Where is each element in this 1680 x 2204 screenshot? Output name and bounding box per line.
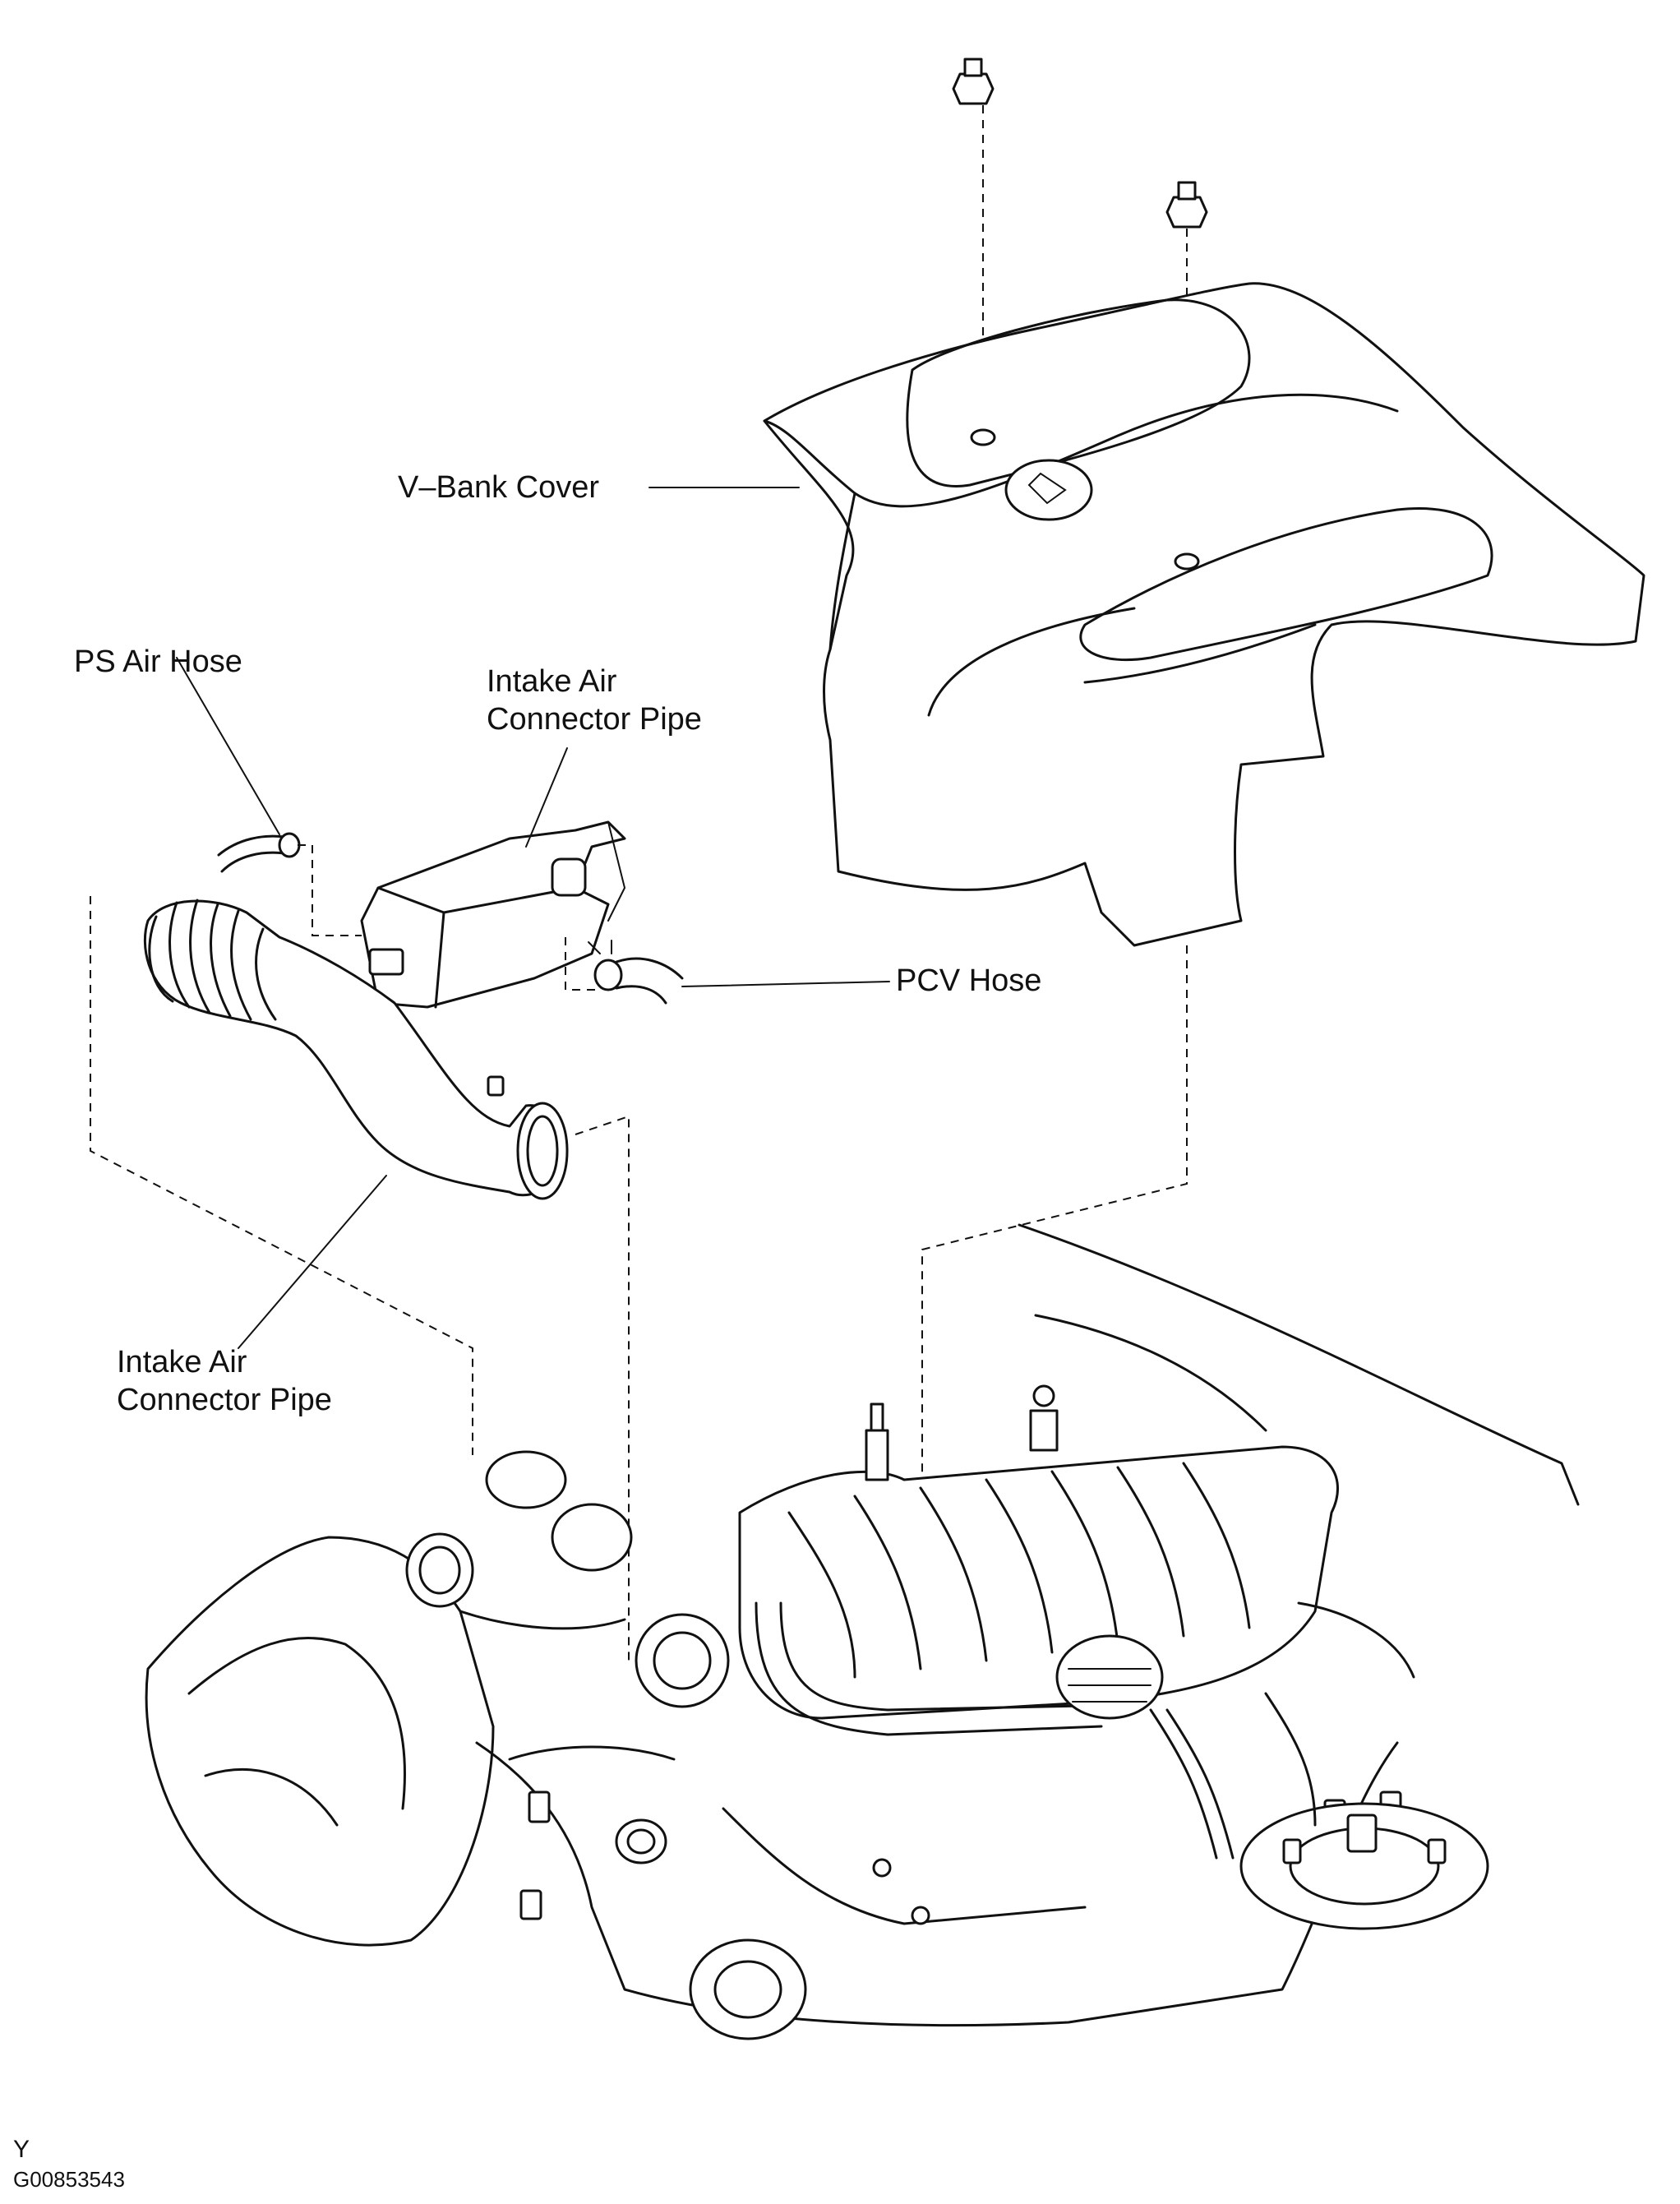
- v-bank-cover-drawing: [763, 282, 1645, 947]
- bolt-right: [1165, 181, 1208, 229]
- bolt-left: [952, 58, 995, 105]
- label-intake-air-connector-pipe-lower: Intake Air Connector Pipe: [117, 1343, 332, 1419]
- label-intake-air-connector-pipe-upper: Intake Air Connector Pipe: [487, 663, 702, 738]
- intake-connector-hose-drawing: [143, 899, 569, 1200]
- ps-air-hose-drawing: [217, 832, 301, 873]
- label-ps-air-hose: PS Air Hose: [74, 645, 242, 679]
- pcv-hose-drawing: [588, 940, 684, 1005]
- footer-code-letter: Y: [13, 2136, 30, 2163]
- engine-assembly-drawing: [145, 1223, 1580, 2040]
- label-line: Intake Air: [487, 664, 617, 699]
- footer-figure-id: G00853543: [13, 2167, 125, 2192]
- intake-connector-box-drawing: [360, 820, 626, 1009]
- label-line: Intake Air: [117, 1345, 247, 1379]
- label-pcv-hose: PCV Hose: [896, 963, 1042, 998]
- label-line: Connector Pipe: [117, 1383, 332, 1417]
- label-line: Connector Pipe: [487, 702, 702, 737]
- label-v-bank-cover: V–Bank Cover: [398, 470, 600, 505]
